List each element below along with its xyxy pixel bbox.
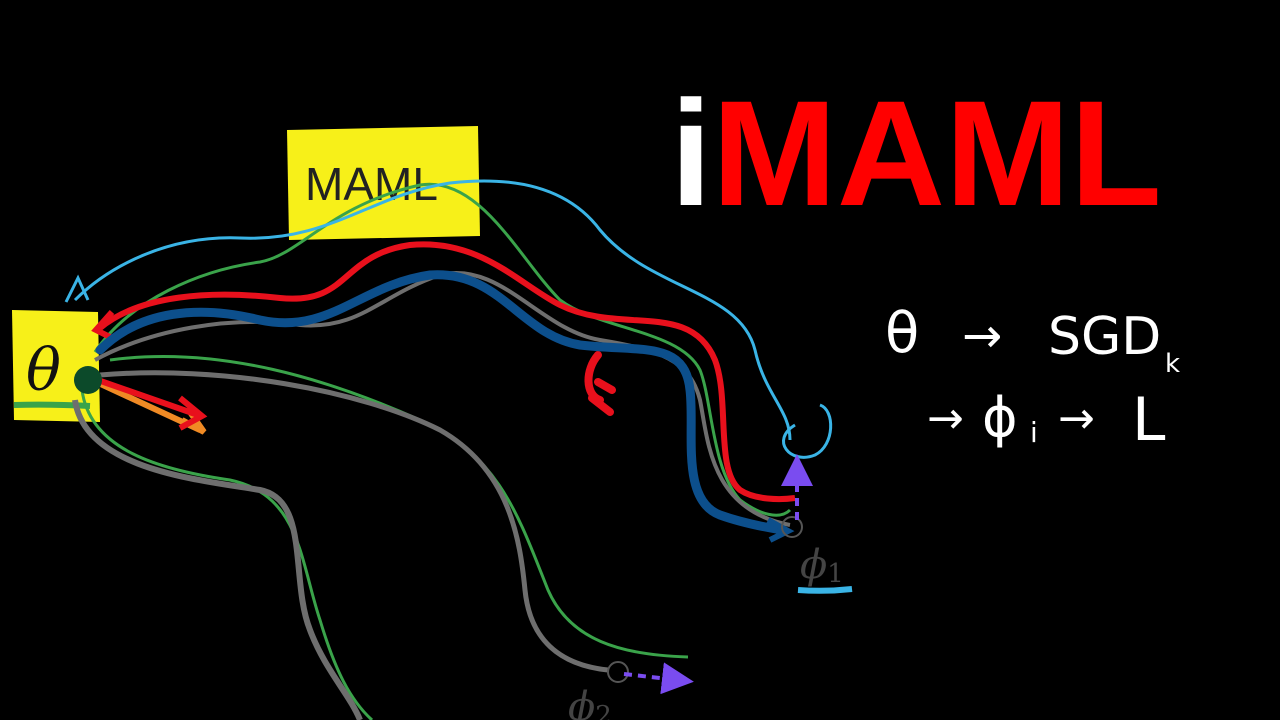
phi2-purple-arrow (623, 662, 694, 695)
theta-underline (13, 401, 91, 409)
phi1-point (781, 516, 803, 538)
page-title: iMAML (670, 69, 1162, 237)
phi2-point (607, 661, 629, 683)
phi1-underline (797, 586, 853, 594)
note-sgd-subscript: k (1165, 349, 1180, 379)
note-phi: ϕ (982, 386, 1018, 449)
maml-highlight (287, 126, 480, 240)
phi1-subscript: 1 (827, 559, 844, 589)
phi2-subscript: 2 (595, 701, 612, 720)
notes-line-2: → ϕ i → L (927, 385, 1166, 455)
title-prefix: i (670, 69, 712, 237)
notes-line-1: θ → SGD k (885, 301, 1180, 379)
dark-blue-arrowhead (766, 517, 795, 543)
gray-path-phi2-lower (72, 399, 363, 720)
note-arrow-1: → (962, 308, 1002, 364)
theta-label: θ (26, 336, 61, 404)
light-blue-arrowhead (64, 274, 90, 303)
phi2-label: ϕ2 (568, 684, 612, 720)
red-scribble-mark (584, 351, 616, 416)
dark-blue-path (95, 270, 787, 535)
note-theta: θ (885, 301, 919, 366)
note-loss: L (1132, 385, 1166, 455)
green-path-phi1 (93, 182, 792, 517)
note-arrow-3: → (1058, 393, 1095, 444)
light-blue-path (73, 179, 792, 441)
note-sgd: SGD (1048, 307, 1161, 367)
gray-path-phi2-upper (99, 370, 609, 673)
phi1-label: ϕ1 (800, 542, 844, 589)
phi1-loop-light-blue (782, 403, 833, 459)
theta-highlight (12, 310, 100, 422)
title-main: MAML (712, 69, 1162, 237)
red-path (98, 241, 796, 502)
green-path-phi2-lower (80, 389, 374, 720)
theta-point (74, 366, 102, 394)
red-gradient-arrow (91, 375, 208, 431)
note-phi-subscript: i (1030, 416, 1038, 449)
note-arrow-2: → (927, 393, 964, 444)
